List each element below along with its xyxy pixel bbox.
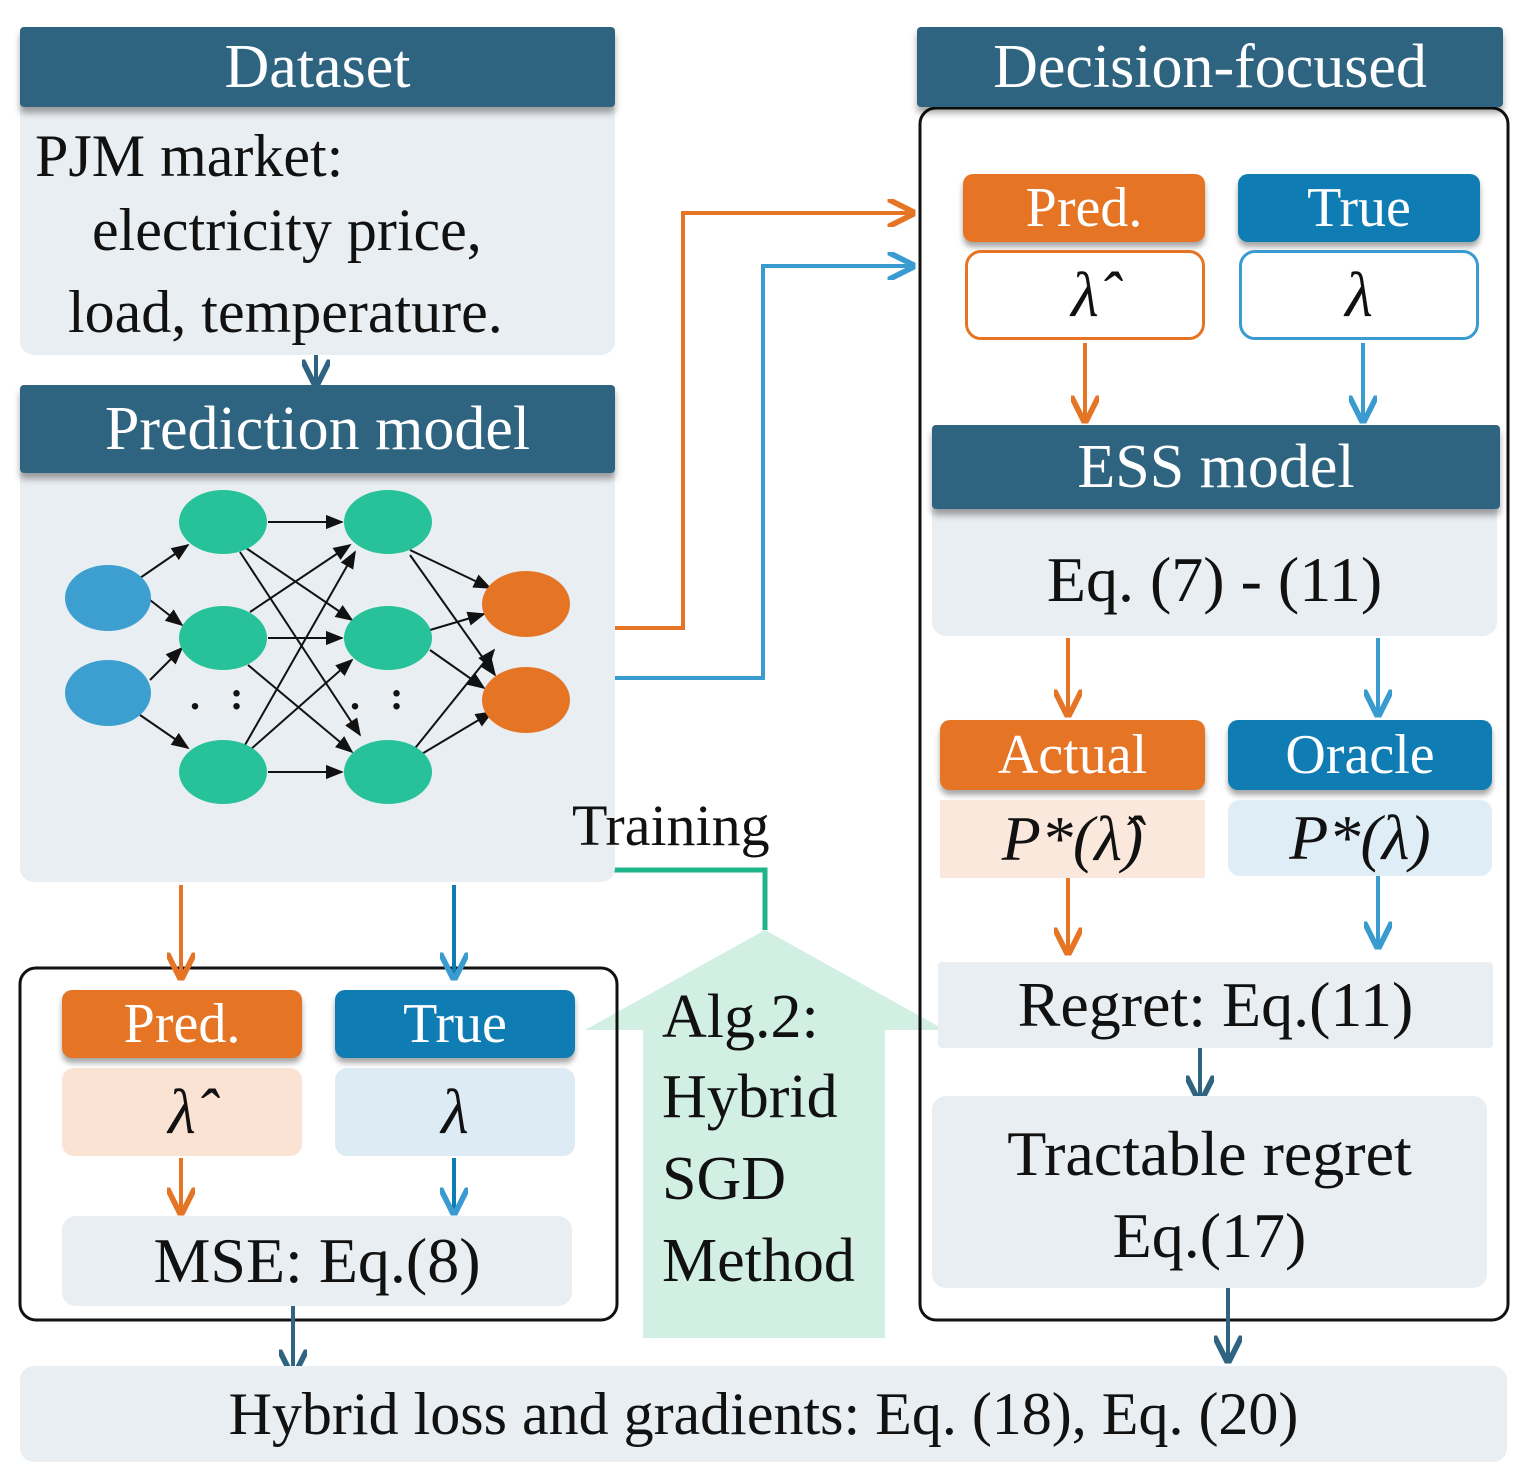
mse-equation: MSE: Eq.(8) <box>62 1216 572 1306</box>
mse-pred-symbol: λ̂ <box>62 1068 302 1156</box>
hybrid-loss-bar: Hybrid loss and gradients: Eq. (18), Eq.… <box>20 1366 1507 1462</box>
arrow-true-to-decision <box>615 266 910 680</box>
mse-true-tag: True <box>335 990 575 1058</box>
tractable-panel <box>932 1096 1487 1288</box>
prediction-model-header: Prediction model <box>20 385 615 473</box>
dataset-line-3: load, temperature. <box>68 279 503 345</box>
ess-equation: Eq. (7) - (11) <box>1046 544 1383 615</box>
hidden-node <box>179 606 267 670</box>
hidden-node <box>344 606 432 670</box>
ess-panel <box>932 490 1497 636</box>
tractable-line-2: Eq.(17) <box>1112 1200 1307 1271</box>
decision-focused-header: Decision-focused <box>917 27 1503 107</box>
hidden-node <box>179 740 267 804</box>
ess-header: ESS model <box>932 425 1500 509</box>
alg-line-1: Alg.2: <box>662 983 819 1051</box>
actual-value: P*(λ̂) <box>940 800 1205 878</box>
actual-tag: Actual <box>940 720 1205 790</box>
input-node <box>65 565 151 631</box>
hidden-node <box>179 490 267 554</box>
tractable-line-1: Tractable regret <box>1007 1118 1412 1189</box>
oracle-tag: Oracle <box>1228 720 1492 790</box>
training-label: Training <box>572 793 770 858</box>
input-node <box>65 660 151 726</box>
mse-pred-tag: Pred. <box>62 990 302 1058</box>
regret-equation: Regret: Eq.(11) <box>938 962 1493 1048</box>
alg-line-2: Hybrid <box>662 1063 838 1131</box>
output-node <box>482 571 570 637</box>
alg-line-3: SGD <box>662 1145 787 1213</box>
hidden-node <box>344 740 432 804</box>
df-true-symbol: λ <box>1239 250 1479 340</box>
dataset-line-2: electricity price, <box>92 197 482 263</box>
ellipsis-layer-2: . : <box>350 673 404 718</box>
oracle-value: P*(λ) <box>1228 800 1492 876</box>
df-true-tag: True <box>1238 174 1480 242</box>
ellipsis-layer-1: . : <box>190 673 244 718</box>
alg-arrow-shape <box>585 930 945 1338</box>
dataset-line-1: PJM market: <box>35 123 344 189</box>
dataset-panel <box>20 80 615 355</box>
dataset-header: Dataset <box>20 27 615 107</box>
alg-line-4: Method <box>662 1227 855 1295</box>
hidden-node <box>344 490 432 554</box>
output-node <box>482 667 570 733</box>
df-pred-symbol: λ̂ <box>965 250 1205 340</box>
df-pred-tag: Pred. <box>963 174 1205 242</box>
mse-true-symbol: λ <box>335 1068 575 1156</box>
mse-frame <box>18 966 619 1322</box>
decision-focused-frame <box>918 106 1510 1322</box>
arrow-pred-to-decision <box>615 213 910 630</box>
